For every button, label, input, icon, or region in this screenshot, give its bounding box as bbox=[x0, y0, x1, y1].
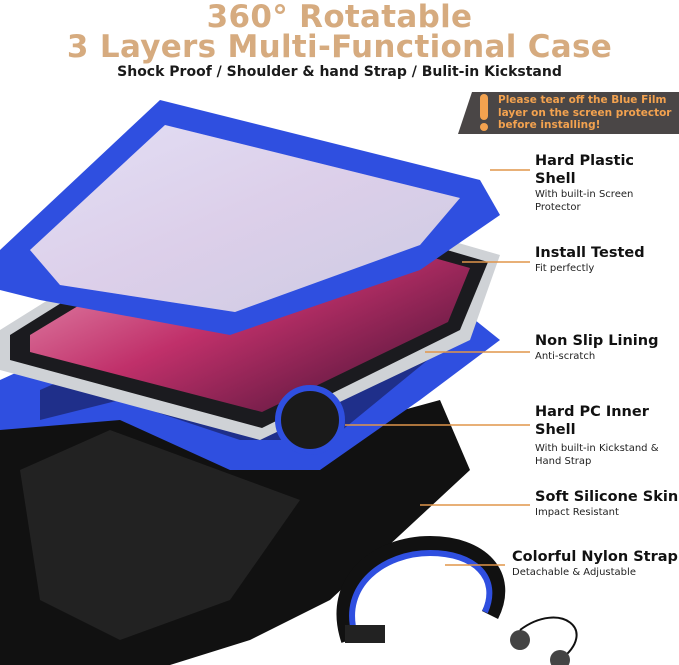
nylon-strap bbox=[336, 535, 578, 665]
feature-install-tested: Install Tested Fit perfectly bbox=[535, 244, 645, 275]
title-line-1: 360° Rotatable bbox=[206, 0, 473, 35]
feature-colorful-nylon-strap: Colorful Nylon Strap Detachable & Adjust… bbox=[512, 548, 678, 579]
feature-desc: Anti-scratch bbox=[535, 351, 596, 362]
feature-title: Colorful Nylon Strap bbox=[512, 549, 678, 565]
warning-text: Please tear off the Blue Film layer on t… bbox=[498, 94, 672, 131]
rotating-strap-disc bbox=[275, 385, 345, 455]
feature-title: Soft Silicone Skin bbox=[535, 489, 679, 505]
feature-desc: Fit perfectly bbox=[535, 263, 595, 274]
subtitle: Shock Proof / Shoulder & hand Strap / Bu… bbox=[117, 64, 562, 80]
feature-title: Non Slip Lining bbox=[535, 333, 659, 349]
leader-lines bbox=[345, 169, 530, 566]
feature-title: Hard PC Inner Shell bbox=[535, 404, 649, 438]
feature-desc: Impact Resistant bbox=[535, 507, 619, 518]
feature-soft-silicone-skin: Soft Silicone Skin Impact Resistant bbox=[535, 488, 678, 519]
exclamation-icon bbox=[480, 94, 488, 131]
feature-desc: With built-in Kickstand & Hand Strap bbox=[535, 443, 659, 467]
feature-hard-plastic-shell: Hard Plastic Shell With built-in Screen … bbox=[535, 152, 679, 214]
feature-non-slip-lining: Non Slip Lining Anti-scratch bbox=[535, 332, 658, 363]
warning-banner: Please tear off the Blue Film layer on t… bbox=[458, 92, 679, 134]
feature-title: Install Tested bbox=[535, 245, 645, 261]
feature-title: Hard Plastic Shell bbox=[535, 153, 635, 187]
feature-desc: With built-in Screen Protector bbox=[535, 189, 634, 213]
feature-hard-pc-inner-shell: Hard PC Inner Shell With built-in Kickst… bbox=[535, 403, 675, 468]
feature-desc: Detachable & Adjustable bbox=[512, 567, 636, 578]
title-line-2: 3 Layers Multi-Functional Case bbox=[66, 29, 613, 65]
